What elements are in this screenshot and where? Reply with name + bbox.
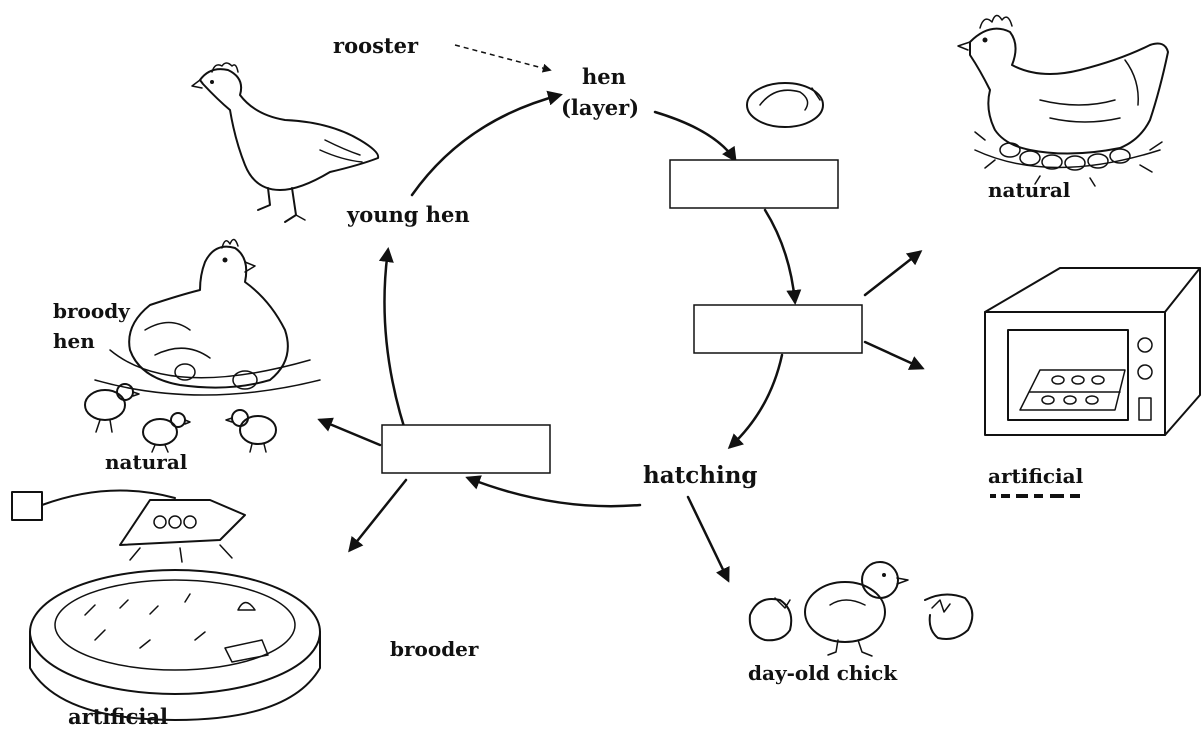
incubator-illustration: [984, 267, 1201, 436]
arrow-rooster-to-hen: [454, 44, 552, 73]
label-rooster: rooster: [333, 33, 419, 58]
label-broody: broody: [53, 299, 131, 323]
label-layer: (layer): [561, 95, 639, 120]
arrow-box2-to-hatching: [727, 353, 784, 450]
arrow-hen-to-box1: [653, 110, 737, 163]
label-hen: hen: [582, 64, 626, 89]
arrow-box3-to-artificial-brooding: [348, 478, 408, 553]
arrow-hatching-to-box3: [465, 475, 642, 508]
label-hatching: hatching: [643, 462, 758, 489]
natural-incubation-hen-illustration: [957, 14, 1169, 187]
blank-box-1[interactable]: [669, 159, 839, 209]
egg-illustration: [746, 82, 824, 128]
arrow-box3-to-natural-brooding: [317, 417, 382, 447]
young-hen-illustration: [191, 62, 380, 223]
arrow-younghen-to-hen: [410, 90, 563, 197]
label-broody-hen: hen: [53, 329, 95, 353]
label-artificial-incubation: artificial: [988, 464, 1084, 488]
label-day-old-chick: day-old chick: [748, 661, 898, 685]
arrow-box2-to-natural-incubation: [863, 250, 923, 297]
label-natural-brooding: natural: [105, 450, 188, 474]
label-brooder: brooder: [390, 637, 479, 661]
blank-box-3[interactable]: [381, 424, 551, 474]
arrow-box3-to-younghen: [378, 247, 412, 447]
blank-box-2[interactable]: [693, 304, 863, 354]
arrow-box2-to-artificial-incubation: [863, 340, 925, 370]
label-natural-incubation: natural: [988, 178, 1071, 202]
arrow-box1-to-box2: [763, 208, 802, 305]
clipped-text-fragment: [990, 494, 1080, 498]
day-old-chick-illustration: [748, 561, 974, 657]
broody-hen-illustration: [84, 238, 321, 453]
label-young-hen: young hen: [346, 202, 470, 227]
arrow-hatching-to-day-old-chick: [686, 495, 730, 583]
brooder-illustration: [11, 489, 321, 721]
